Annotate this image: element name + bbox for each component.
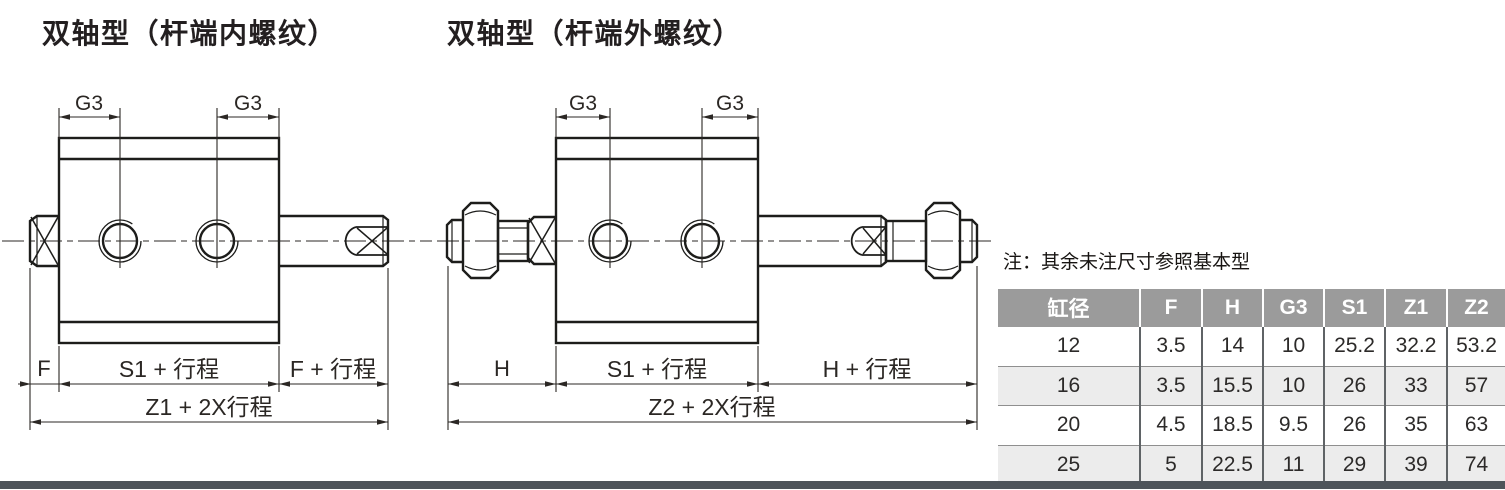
rod-end-left-internal-thread [28, 214, 59, 268]
dim-label-g3: G3 [569, 92, 597, 115]
g3-dimensions: G3 G3 [556, 92, 758, 120]
dim-label-f: F [37, 356, 50, 381]
table-cell: 11 [1262, 444, 1324, 484]
dim-label-h: H [494, 356, 510, 381]
dim-label-f-stroke: F + 行程 [290, 356, 376, 382]
table-header-cell: H [1201, 289, 1263, 327]
table-cell: 33 [1384, 365, 1447, 406]
table-cell: 9.5 [1262, 405, 1324, 445]
table-header-cell: 缸径 [998, 289, 1140, 327]
cylinder-body [57, 136, 281, 345]
extension-lines [29, 108, 389, 430]
table-cell: 26 [1323, 365, 1385, 406]
rod-end-left-external-thread [445, 201, 556, 280]
table-cell: 5 [1139, 444, 1202, 484]
table-cell: 16 [998, 365, 1140, 406]
technical-drawings: G3 G3 F S1 + 行程 F + 行程 Z1 + 2X行程 [2, 92, 992, 430]
table-cell: 18.5 [1201, 405, 1263, 445]
dim-label-g3: G3 [75, 92, 103, 115]
dim-label-g3: G3 [234, 92, 262, 115]
table-cell: 20 [998, 405, 1140, 445]
drawing-internal-thread: G3 G3 F S1 + 行程 F + 行程 Z1 + 2X行程 [2, 92, 432, 430]
table-header-cell: G3 [1262, 289, 1324, 327]
rod-end-right-internal-thread [279, 214, 390, 268]
hex-nut [461, 201, 500, 280]
dim-label-z2-stroke: Z2 + 2X行程 [648, 394, 775, 420]
cylinder-body [554, 136, 760, 345]
note-text: 注：其余未注尺寸参照基本型 [1003, 252, 1251, 273]
table-cell: 3.5 [1139, 327, 1202, 366]
hex-nut [924, 201, 962, 280]
dim-label-s1-stroke: S1 + 行程 [119, 356, 219, 382]
table-cell: 10 [1262, 327, 1324, 366]
bottom-dimensions: H S1 + 行程 H + 行程 Z2 + 2X行程 [448, 356, 977, 425]
table-cell: 22.5 [1201, 444, 1263, 484]
dim-label-s1-stroke: S1 + 行程 [607, 356, 707, 382]
table-header-cell: Z1 [1384, 289, 1447, 327]
table-cell: 32.2 [1384, 327, 1447, 366]
drawing-title-external-thread: 双轴型（杆端外螺纹） [447, 18, 743, 49]
table-cell: 4.5 [1139, 405, 1202, 445]
table-cell: 25 [998, 444, 1140, 484]
table-cell: 10 [1262, 365, 1324, 406]
table-header-cell: S1 [1323, 289, 1385, 327]
table-cell: 74 [1446, 444, 1505, 484]
table-cell: 25.2 [1323, 327, 1385, 366]
table-cell: 35 [1384, 405, 1447, 445]
table-header-cell: Z2 [1446, 289, 1505, 327]
dim-label-h-stroke: H + 行程 [823, 356, 912, 382]
table-cell: 63 [1446, 405, 1505, 445]
table-cell: 14 [1201, 327, 1263, 366]
dim-label-z1-stroke: Z1 + 2X行程 [145, 394, 272, 420]
page-bottom-rule [0, 481, 1505, 489]
dim-label-g3: G3 [716, 92, 744, 115]
table-cell: 53.2 [1446, 327, 1505, 366]
table-cell: 3.5 [1139, 365, 1202, 406]
table-cell: 15.5 [1201, 365, 1263, 406]
table-cell: 26 [1323, 405, 1385, 445]
drawing-title-internal-thread: 双轴型（杆端内螺纹） [42, 18, 338, 49]
table-cell: 57 [1446, 365, 1505, 406]
table-header-cell: F [1139, 289, 1202, 327]
g3-dimensions: G3 G3 [59, 92, 279, 120]
bottom-dimensions: F S1 + 行程 F + 行程 Z1 + 2X行程 [18, 356, 388, 425]
drawing-external-thread: G3 G3 H S1 + 行程 H + 行程 Z2 + 2X行程 [437, 92, 992, 430]
rod-end-right-external-thread [758, 201, 979, 280]
extension-lines [447, 108, 978, 430]
table-cell: 39 [1384, 444, 1447, 484]
table-cell: 29 [1323, 444, 1385, 484]
table-cell: 12 [998, 327, 1140, 366]
